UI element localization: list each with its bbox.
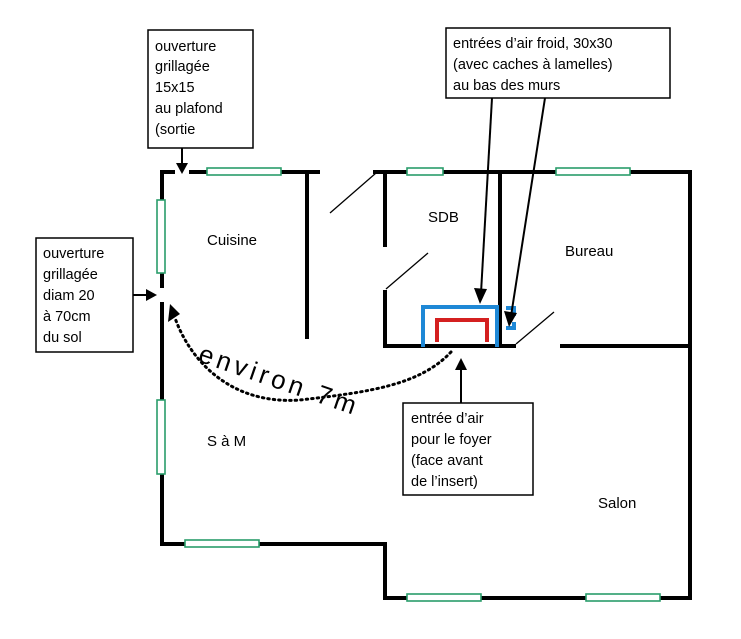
arrowhead-icon xyxy=(474,288,487,304)
window-sam-west xyxy=(156,399,166,475)
arrow-cold-air-right xyxy=(510,97,546,317)
wall-vent-gap xyxy=(158,288,166,302)
note-line: ouverture xyxy=(155,39,216,55)
note-line: au plafond xyxy=(155,101,223,117)
door-sdb-left xyxy=(385,252,429,290)
note-line: (sortie xyxy=(155,122,195,138)
note-line: entrée d’air xyxy=(411,411,484,427)
note-line: (avec caches à lamelles) xyxy=(453,57,613,73)
note-wall-outlet: ouverture grillagée diam 20 à 70cm du so… xyxy=(35,237,134,353)
note-line: à 70cm xyxy=(43,309,91,325)
arrow-cold-air-left xyxy=(480,97,493,294)
distance-dotted-line xyxy=(173,316,453,402)
window-kitchen-west xyxy=(156,199,166,274)
room-label-salon: Salon xyxy=(598,495,636,512)
note-line: entrées d’air froid, 30x30 xyxy=(453,36,613,52)
room-label-sdb: SDB xyxy=(428,209,459,226)
room-label-bureau: Bureau xyxy=(565,243,613,260)
note-line: diam 20 xyxy=(43,288,95,304)
arrowhead-icon xyxy=(146,289,157,301)
insert-inner-icon xyxy=(435,318,489,342)
note-hearth-air: entrée d’air pour le foyer (face avant d… xyxy=(402,402,534,496)
note-line: de l’insert) xyxy=(411,474,478,490)
arrowhead-icon xyxy=(176,163,188,174)
window-kitchen-north xyxy=(206,167,282,176)
note-line: 15x15 xyxy=(155,80,195,96)
note-box xyxy=(402,402,534,496)
room-label-sam: S à M xyxy=(207,433,246,450)
arrowhead-icon xyxy=(455,358,467,370)
note-box xyxy=(35,237,134,353)
window-sdb-north xyxy=(406,167,444,176)
window-sam-south xyxy=(184,539,260,548)
distance-label: environ 7m xyxy=(195,338,364,421)
note-line: grillagée xyxy=(43,267,98,283)
note-cold-air: entrées d’air froid, 30x30 (avec caches … xyxy=(445,27,671,99)
insert-outer-icon xyxy=(421,305,499,347)
note-line: ouverture xyxy=(43,246,104,262)
annotation-arrows xyxy=(133,97,546,403)
note-box xyxy=(445,27,671,99)
note-ceiling-outlet: ouverture grillagée 15x15 au plafond (so… xyxy=(147,29,254,149)
door-bureau xyxy=(515,311,555,345)
note-box xyxy=(147,29,254,149)
window-bureau-north xyxy=(555,167,631,176)
door-sdb-top xyxy=(329,172,377,214)
window-salon-south-left xyxy=(406,593,482,602)
note-line: grillagée xyxy=(155,59,210,75)
windows xyxy=(156,167,661,602)
room-label-cuisine: Cuisine xyxy=(207,232,257,249)
outer-wall-west xyxy=(160,170,692,600)
note-line: au bas des murs xyxy=(453,78,560,94)
arrowhead-icon xyxy=(168,304,180,322)
window-salon-south-right xyxy=(585,593,661,602)
doors xyxy=(329,172,555,345)
note-line: pour le foyer xyxy=(411,432,492,448)
arrowhead-icon xyxy=(504,311,517,327)
note-line: (face avant xyxy=(411,453,483,469)
note-line: du sol xyxy=(43,330,82,346)
